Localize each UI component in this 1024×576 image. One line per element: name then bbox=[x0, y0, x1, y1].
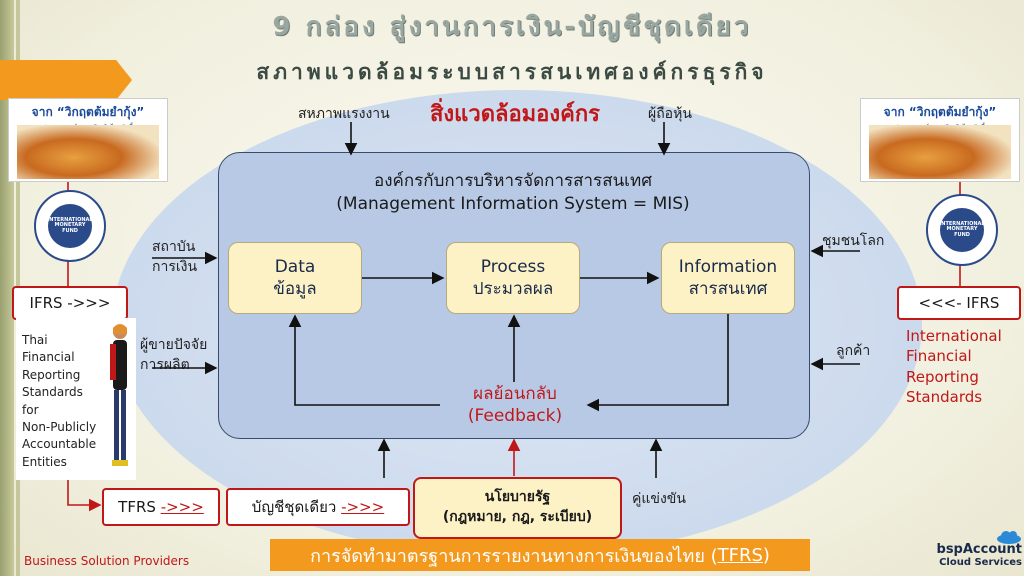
government-policy-box: นโยบายรัฐ (กฎหมาย, กฎ, ระเบียบ) bbox=[413, 477, 622, 539]
single-book-label: บัญชีชุดเดียว bbox=[251, 498, 337, 516]
mis-title-english: (Management Information System = MIS) bbox=[336, 193, 690, 214]
npae-line-3: Reporting bbox=[22, 367, 81, 382]
book-food-image-right bbox=[869, 125, 1011, 179]
arrow-feedback-to-data bbox=[288, 314, 440, 406]
data-box-en: Data bbox=[274, 256, 316, 277]
ifrs-desc-4: Standards bbox=[906, 387, 983, 406]
feedback-label: ผลย้อนกลับ (Feedback) bbox=[430, 383, 600, 427]
bottom-banner-text: การจัดทำมาตรฐานการรายงานทางการเงินของไทย… bbox=[310, 545, 718, 567]
information-box-en: Information bbox=[678, 256, 778, 277]
tfrs-box: TFRS ->>> bbox=[102, 488, 220, 526]
information-box-th: สารสนเทศ bbox=[688, 279, 768, 299]
bottom-banner: การจัดทำมาตรฐานการรายงานทางการเงินของไทย… bbox=[270, 539, 810, 571]
single-book-box: บัญชีชุดเดียว ->>> bbox=[226, 488, 410, 526]
logo-tagline: Cloud Services bbox=[939, 557, 1022, 568]
tfrs-link[interactable]: TFRS bbox=[717, 544, 763, 566]
npae-line-7: Accountable bbox=[22, 437, 97, 452]
process-box: Process ประมวลผล bbox=[446, 242, 580, 314]
label-customers: ลูกค้า bbox=[836, 343, 871, 359]
orange-tab-decor bbox=[0, 60, 132, 100]
ifrs-desc-3: Reporting bbox=[906, 367, 979, 386]
book-title-right: จาก “วิกฤตต้มยำกุ้ง” bbox=[861, 99, 1019, 122]
ifrs-desc-2: Financial bbox=[906, 347, 972, 366]
policy-title: นโยบายรัฐ bbox=[484, 489, 551, 506]
ifrs-left-box: IFRS ->>> bbox=[12, 286, 128, 320]
environment-title: สิ่งแวดล้อมองค์กร bbox=[430, 102, 600, 127]
data-box-th: ข้อมูล bbox=[273, 279, 317, 299]
label-financial-institutions: สถาบัน การเงิน bbox=[152, 238, 197, 277]
process-box-en: Process bbox=[480, 256, 546, 277]
npae-line-6: Non-Publicly bbox=[22, 419, 97, 434]
logo-name: bspAccount bbox=[936, 542, 1022, 557]
page-subtitle: สภาพแวดล้อมระบบสารสนเทศองค์กรธุรกิจ bbox=[256, 60, 768, 84]
npae-line-1: Thai bbox=[22, 333, 48, 347]
label-financial-institutions-line1: สถาบัน bbox=[152, 239, 196, 255]
person-icon bbox=[110, 324, 128, 466]
arrow-information-to-feedback bbox=[586, 314, 729, 412]
book-cover-right: จาก “วิกฤตต้มยำกุ้ง” สู่สถานการณ์เศรษฐกิ… bbox=[860, 98, 1020, 182]
single-book-arrow: ->>> bbox=[341, 498, 385, 516]
book-cover-left: จาก “วิกฤตต้มยำกุ้ง” สู่สถานการณ์เศรษฐกิ… bbox=[8, 98, 168, 182]
ifrs-desc-1: International bbox=[906, 327, 1002, 345]
mis-title: องค์กรกับการบริหารจัดการสารสนเทศ (Manage… bbox=[218, 170, 808, 216]
npae-line-4: Standards bbox=[22, 385, 83, 400]
book-food-image-left bbox=[17, 125, 159, 179]
imf-logo-right: INTERNATIONAL MONETARY FUND bbox=[926, 194, 998, 266]
feedback-thai: ผลย้อนกลับ bbox=[473, 384, 557, 404]
label-global-community: ชุมชนโลก bbox=[822, 233, 885, 249]
presenter-figure bbox=[100, 318, 136, 480]
data-box: Data ข้อมูล bbox=[228, 242, 362, 314]
npae-line-5: for bbox=[22, 402, 39, 417]
information-box: Information สารสนเทศ bbox=[661, 242, 795, 314]
brand-logo: bspAccount Cloud Services bbox=[932, 530, 1022, 574]
policy-detail: (กฎหมาย, กฎ, ระเบียบ) bbox=[442, 509, 593, 525]
label-labor-union: สหภาพแรงงาน bbox=[298, 106, 390, 122]
label-competitors: คู่แข่งขัน bbox=[632, 491, 686, 507]
label-financial-institutions-line2: การเงิน bbox=[152, 258, 198, 275]
globe-icon: INTERNATIONAL MONETARY FUND bbox=[939, 208, 985, 252]
tfrs-box-arrow: ->>> bbox=[160, 498, 204, 516]
mis-title-thai: องค์กรกับการบริหารจัดการสารสนเทศ bbox=[374, 171, 652, 191]
tfrs-box-label: TFRS bbox=[118, 498, 156, 516]
bottom-banner-end: ) bbox=[762, 544, 770, 566]
ifrs-right-box: <<<- IFRS bbox=[897, 286, 1021, 320]
page-title: 9 กล่อง สู่งานการเงิน-บัญชีชุดเดียว bbox=[272, 12, 752, 42]
npae-line-2: Financial bbox=[22, 350, 75, 365]
cloud-icon bbox=[997, 531, 1021, 544]
process-box-th: ประมวลผล bbox=[472, 279, 554, 299]
label-suppliers-line1: ผู้ขายปัจจัย bbox=[140, 337, 208, 353]
feedback-english: (Feedback) bbox=[467, 406, 563, 427]
footer-company: Business Solution Providers bbox=[24, 554, 190, 568]
label-shareholders: ผู้ถือหุ้น bbox=[648, 106, 692, 122]
ifrs-description: International Financial Reporting Standa… bbox=[906, 326, 1016, 407]
imf-logo-left: INTERNATIONAL MONETARY FUND bbox=[34, 190, 106, 262]
book-title-left: จาก “วิกฤตต้มยำกุ้ง” bbox=[9, 99, 167, 122]
globe-icon: INTERNATIONAL MONETARY FUND bbox=[47, 204, 93, 248]
npae-line-8: Entities bbox=[22, 454, 67, 469]
tfrs-npae-text: Thai Financial Reporting Standards for N… bbox=[16, 318, 104, 480]
